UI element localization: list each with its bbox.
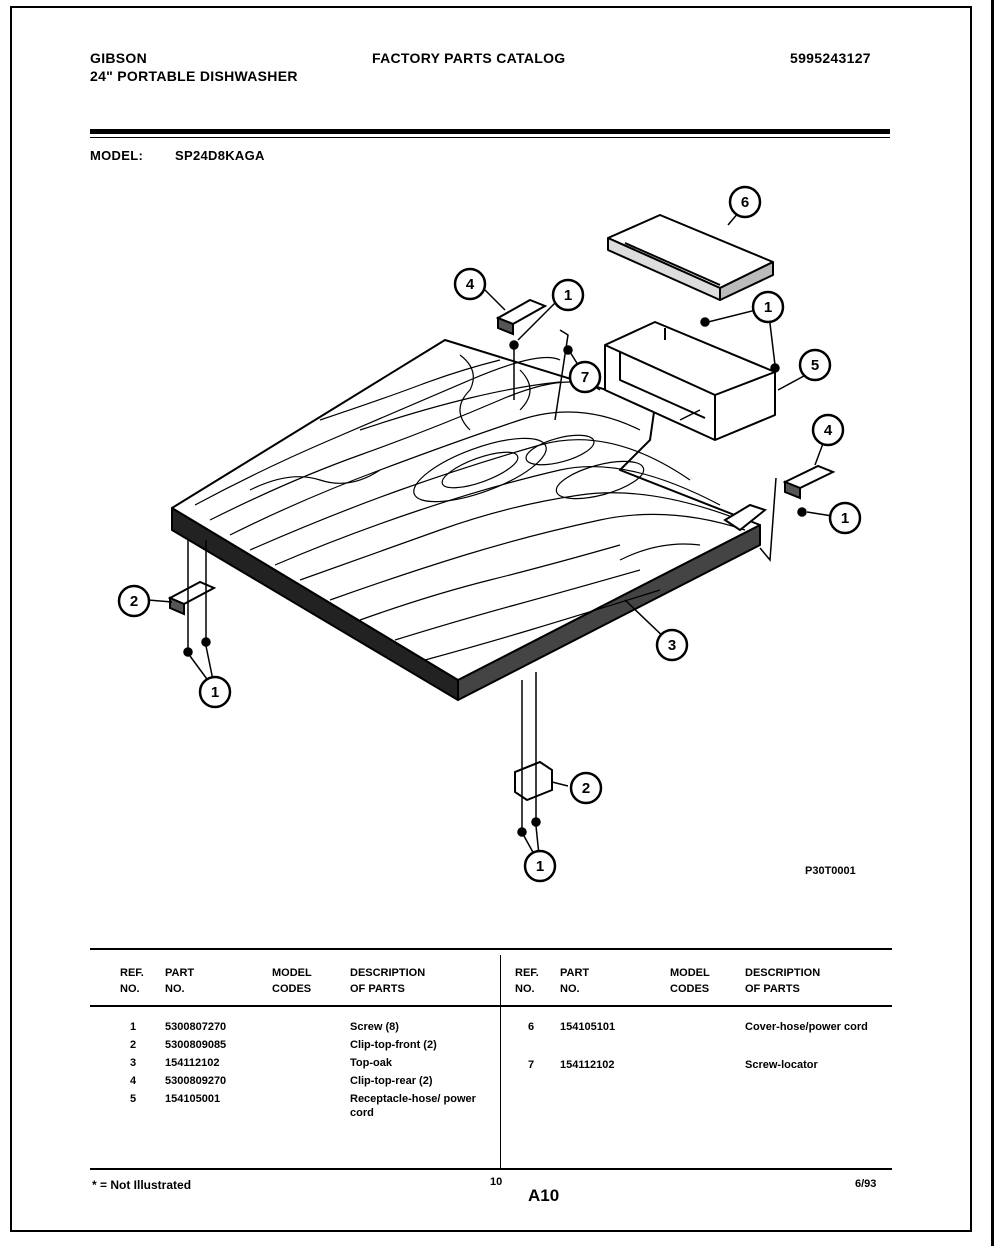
wood-grain-pattern: [194, 354, 746, 661]
page-number: 10: [490, 1176, 503, 1188]
hose-cover-part: [607, 214, 774, 301]
callout-7: 7: [581, 369, 589, 386]
wood-top-panel: [171, 339, 761, 701]
not-illustrated-note: * = Not Illustrated: [92, 1178, 192, 1192]
callout-1-front: 1: [536, 858, 544, 875]
revision-date: 6/93: [855, 1178, 877, 1190]
row-part: 5300809085: [165, 1039, 227, 1051]
col-ref-header-right: REF.NO.: [515, 967, 539, 995]
row-desc: Top-oak: [350, 1057, 392, 1069]
table-top-rule: [90, 948, 892, 950]
row-ref: 3: [130, 1057, 137, 1069]
row-part: 5300807270: [165, 1021, 227, 1033]
clip-front-left: [167, 580, 217, 616]
row-desc: Clip-top-rear (2): [350, 1075, 433, 1087]
callout-4-top: 4: [466, 276, 475, 293]
header-rule-thin: [90, 137, 890, 138]
catalog-title: FACTORY PARTS CATALOG: [372, 50, 566, 66]
row-ref: 4: [130, 1075, 137, 1087]
row-desc: Screw-locator: [745, 1059, 818, 1071]
callout-1-left: 1: [211, 684, 219, 701]
table-divider: [500, 955, 501, 1170]
model-number: SP24D8KAGA: [175, 148, 265, 163]
row-ref: 2: [130, 1039, 137, 1051]
table-header-rule: [90, 1005, 892, 1007]
catalog-number: 5995243127: [790, 50, 871, 66]
brand-name: GIBSON: [90, 50, 148, 66]
callout-bubbles: [117, 185, 862, 883]
hose-end: [723, 503, 768, 532]
callout-2-front: 2: [582, 780, 590, 797]
clip-rear-right: [782, 464, 836, 500]
row-part: 154112102: [560, 1059, 615, 1071]
receptacle-part: [604, 321, 776, 441]
callout-5: 5: [811, 357, 819, 374]
section-code: A10: [528, 1186, 560, 1205]
page-edge-right: [991, 0, 994, 1246]
callout-3: 3: [668, 637, 676, 654]
model-label: MODEL:: [90, 148, 144, 163]
header-rule: [90, 129, 890, 134]
row-ref: 1: [130, 1021, 137, 1033]
row-ref: 7: [528, 1059, 535, 1071]
row-desc: Receptacle-hose/ power cord: [350, 1093, 476, 1119]
row-ref: 6: [528, 1021, 535, 1033]
row-part: 5300809270: [165, 1075, 227, 1087]
row-ref: 5: [130, 1093, 137, 1105]
row-desc: Cover-hose/power cord: [745, 1021, 868, 1033]
exploded-parts-diagram: 6 4 1 7 1 5 4 1 2 1 3 2 1: [117, 185, 862, 883]
clip-rear-left: [495, 298, 548, 336]
col-ref-header: REF.NO.: [120, 967, 144, 995]
callout-1-right: 1: [841, 510, 849, 527]
page-border: [10, 6, 972, 1232]
callout-1-cover: 1: [764, 299, 772, 316]
row-part: 154112102: [165, 1057, 220, 1069]
row-desc: Clip-top-front (2): [350, 1039, 437, 1051]
callout-2-left: 2: [130, 593, 138, 610]
callout-1-top: 1: [564, 287, 572, 304]
row-part: 154105001: [165, 1093, 221, 1105]
row-part: 154105101: [560, 1021, 616, 1033]
row-desc: Screw (8): [350, 1021, 399, 1033]
table-bottom-rule: [90, 1168, 892, 1170]
callout-4-right: 4: [824, 422, 833, 439]
product-title: 24" PORTABLE DISHWASHER: [90, 68, 298, 84]
drawing-code: P30T0001: [805, 865, 856, 877]
callout-6: 6: [741, 194, 749, 211]
clip-front-right: [514, 760, 553, 802]
